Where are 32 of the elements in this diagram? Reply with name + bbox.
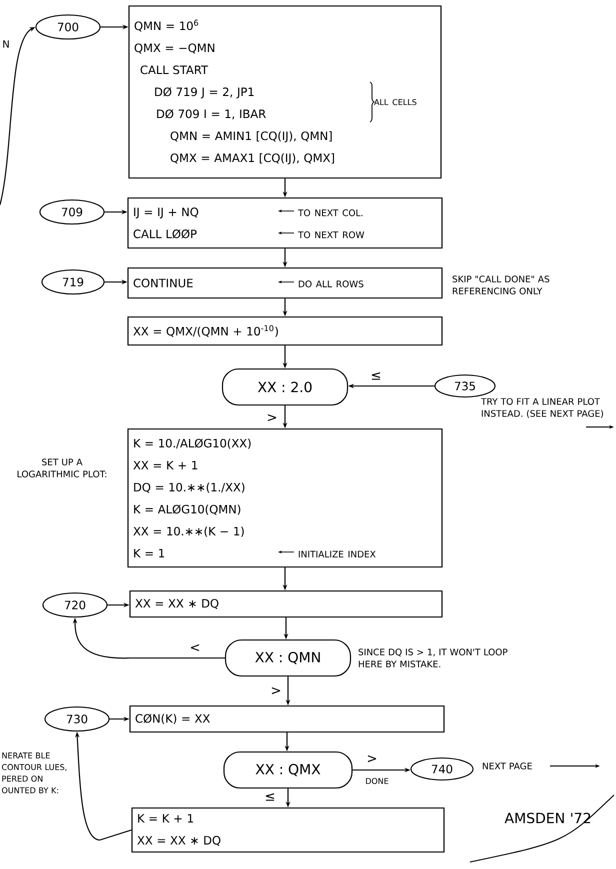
process-box: K = 10./ALØG10(XX) XX = K + 1 DQ = 10.∗∗(1./XX) K = ALØG10(QMN) XX = 10.∗∗(K − 1) K = 1 INITIALIZE INDEX bbox=[127, 428, 443, 568]
edge-label: < bbox=[188, 643, 202, 653]
label-oval: 700 bbox=[35, 14, 101, 40]
edge-label: ≤ bbox=[370, 371, 382, 381]
label-oval: 740 bbox=[410, 757, 474, 781]
process-box: IJ = IJ + NQ TO NEXT COL. CALL LØØP TO NEXT ROW bbox=[127, 197, 443, 249]
edge-label: > bbox=[366, 754, 378, 764]
process-box: XX = XX ∗ DQ bbox=[129, 590, 443, 618]
note-text: SET UP A LOGARITHMIC PLOT: bbox=[18, 458, 106, 478]
note-text: NERATE BLE CONTOUR LUES, PERED ON OUNTED BY K: bbox=[2, 752, 66, 794]
process-box: CØN(K) = XX bbox=[129, 705, 445, 733]
decision-box: XX : QMN bbox=[224, 639, 352, 677]
label-oval: 730 bbox=[44, 706, 110, 732]
edge-label: ≤ bbox=[264, 792, 276, 802]
label-oval: 709 bbox=[39, 199, 105, 225]
process-box: XX = QMX/(QMN + 10$^{-10}$) bbox=[127, 316, 443, 346]
note-text: TRY TO FIT A LINEAR PLOT INSTEAD. (SEE NEXT PAGE) bbox=[480, 398, 604, 418]
note-text: SKIP "CALL DONE" AS REFERENCING ONLY bbox=[452, 276, 550, 294]
process-box: K = K + 1 XX = XX ∗ DQ bbox=[131, 807, 445, 853]
note-text: N bbox=[3, 40, 9, 48]
edge-label: > bbox=[270, 686, 282, 696]
note-text: NEXT PAGE bbox=[482, 762, 532, 770]
note-text: SINCE DQ IS > 1, IT WON'T LOOP HERE BY MISTAKE. bbox=[358, 648, 508, 668]
label-oval: 735 bbox=[434, 374, 496, 398]
process-box: QMN = 10$^{6}$ QMX = −QMN CALL START DØ 719 J = 2, JP1 ALL CELLS DØ 709 I = 1, IBAR QMN = AMIN1 [CQ(IJ), QMN] QMX = AMAX1 [CQ(IJ), QMX] bbox=[128, 5, 442, 179]
label-oval: 719 bbox=[41, 269, 105, 295]
process-box: CONTINUE DO ALL ROWS bbox=[127, 267, 443, 299]
edge-label: > bbox=[266, 413, 278, 423]
decision-box: XX : 2.0 bbox=[222, 368, 348, 406]
decision-box: XX : QMX bbox=[223, 751, 353, 789]
label-oval: 720 bbox=[42, 592, 108, 618]
note-text: DONE bbox=[366, 778, 388, 784]
